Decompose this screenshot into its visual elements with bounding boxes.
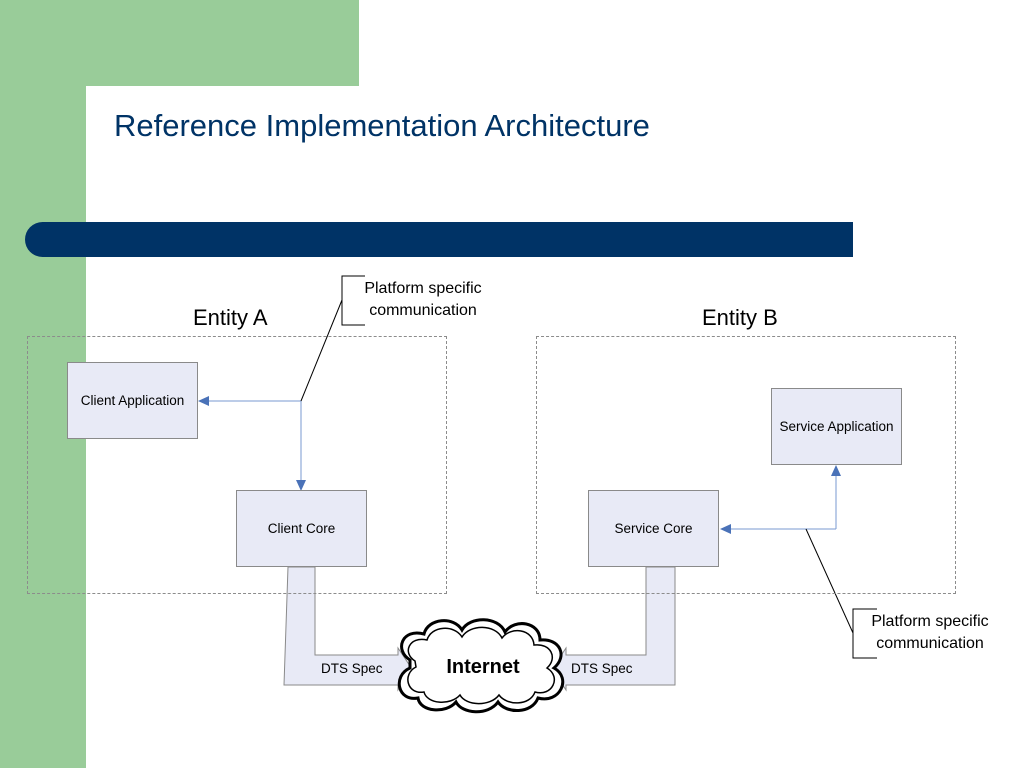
callout-bottom-pointer — [805, 528, 877, 659]
title-underline-band — [25, 222, 853, 257]
arrowhead-to-service-core — [720, 524, 731, 534]
callout-top-pointer — [300, 275, 365, 402]
callout-bottom-text: Platform specific communication — [871, 613, 989, 652]
client-dts-connector — [283, 566, 413, 692]
dts-spec-left-label: DTS Spec — [321, 661, 383, 676]
entity-a-label: Entity A — [193, 305, 268, 330]
internet-cloud — [397, 618, 565, 714]
client-application-box: Client Application — [67, 362, 198, 439]
dts-spec-right-label: DTS Spec — [571, 661, 633, 676]
entity-a-boundary — [27, 336, 447, 594]
service-core-box: Service Core — [588, 490, 719, 567]
arrowhead-to-service-application — [831, 465, 841, 476]
arrowhead-to-client-application — [198, 396, 209, 406]
service-application-box: Service Application — [771, 388, 902, 465]
callout-top-text: Platform specific communication — [364, 280, 482, 319]
entity-b-boundary — [536, 336, 956, 594]
background-green-top — [0, 0, 359, 86]
client-internal-connector — [208, 400, 302, 482]
arrowhead-to-client-core — [296, 480, 306, 491]
internet-label: Internet — [446, 656, 520, 678]
service-internal-connector — [730, 475, 837, 530]
client-core-box: Client Core — [236, 490, 367, 567]
entity-b-label: Entity B — [702, 305, 778, 330]
slide-title: Reference Implementation Architecture — [114, 108, 650, 143]
